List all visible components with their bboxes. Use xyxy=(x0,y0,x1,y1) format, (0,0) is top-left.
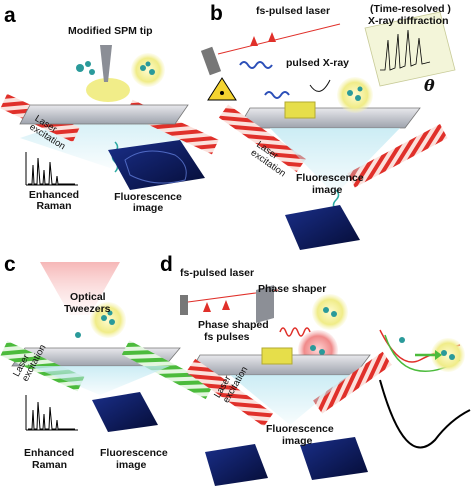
sample-plate xyxy=(19,104,189,125)
xray-diff-label-2: X-ray diffraction xyxy=(368,15,449,27)
theta-label: θ xyxy=(424,76,435,95)
phase-shaped-label-1: Phase shaped xyxy=(198,319,269,331)
enhanced-raman-label-a: Enhanced Raman xyxy=(28,189,80,213)
enhanced-label-c: Enhanced xyxy=(24,447,75,459)
molecule-icon xyxy=(76,61,155,75)
phase-shaper-label: Phase shaper xyxy=(258,283,327,295)
panel-c xyxy=(0,262,214,432)
panel-a xyxy=(0,45,219,190)
xray-diffraction-plot xyxy=(364,11,456,87)
detection-cone-d xyxy=(230,375,350,425)
spm-tip-label: Modified SPM tip xyxy=(68,25,153,37)
yellow-sample-b xyxy=(284,101,316,119)
fluorescence-image-d2 xyxy=(300,437,368,480)
xray-pulse xyxy=(239,61,273,69)
spm-tip xyxy=(100,45,112,82)
sample-plate-b xyxy=(237,107,421,129)
laser-source-d xyxy=(180,295,188,315)
fs-laser-label-d: fs-pulsed laser xyxy=(180,267,255,279)
fluorescence-image-b xyxy=(285,205,360,250)
laser-beam-right-d xyxy=(313,351,392,414)
laser-beam-right-c xyxy=(121,340,214,400)
fluorescence-image-d1 xyxy=(205,444,268,486)
panel-letter-b: b xyxy=(210,2,223,25)
xray-pulse-2 xyxy=(264,91,290,99)
raman-spectrum xyxy=(25,152,78,186)
fluorescence-label-c-1: Fluorescence xyxy=(100,447,168,459)
glow-molecule-d xyxy=(312,294,348,330)
panel-letter-d: d xyxy=(160,253,173,276)
detection-cone-b xyxy=(270,128,400,195)
raman-label-c: Raman xyxy=(32,459,68,471)
tweezers-label-1: Optical xyxy=(70,291,106,303)
fluorescence-label-a: Fluorescence image xyxy=(114,191,182,215)
fs-laser-beam xyxy=(217,23,341,55)
laser-beam-right-b xyxy=(347,124,448,188)
phase-shaper xyxy=(256,285,274,323)
yellow-sample-d xyxy=(261,347,293,365)
yellow-sample-spot xyxy=(86,78,130,102)
fluorescence-label-c-2: image xyxy=(116,459,147,471)
optical-tweezers-beam xyxy=(40,262,120,315)
fluorescence-label-d-2: image xyxy=(282,435,313,447)
panel-letter-c: c xyxy=(4,253,16,276)
pulsed-xray-label: pulsed X-ray xyxy=(286,57,350,69)
radiation-hazard-icon xyxy=(207,77,237,101)
xray-diff-label-1: (Time-resolved ) xyxy=(370,3,451,15)
fs-laser-label-b: fs-pulsed laser xyxy=(256,5,331,17)
shaped-pulse xyxy=(279,327,311,337)
panel-b xyxy=(200,11,456,250)
laser-pulse-icons xyxy=(250,32,276,46)
fluorescence-label-d-1: Fluorescence xyxy=(266,423,334,435)
laser-source xyxy=(200,46,222,76)
glow-molecule xyxy=(131,53,165,87)
ground-state-curve xyxy=(379,379,471,449)
laser-beam-left-b xyxy=(218,104,306,173)
glow-molecule-b xyxy=(337,77,373,113)
panel-d xyxy=(180,285,471,486)
fluorescence-image xyxy=(108,140,205,190)
fluorescence-image-c xyxy=(92,392,158,432)
raman-spectrum-c xyxy=(25,395,78,431)
laser-beam-left-d xyxy=(186,358,274,427)
detection-cone-c xyxy=(30,366,170,395)
glow-molecule-c xyxy=(90,302,126,338)
fluorescence-label-b-2: image xyxy=(312,184,343,196)
tweezers-label-2: Tweezers xyxy=(64,303,111,315)
phase-shaped-label-2: fs pulses xyxy=(204,331,250,343)
fluorescence-label-b-1: Fluorescence xyxy=(296,172,364,184)
panel-letter-a: a xyxy=(4,4,16,27)
